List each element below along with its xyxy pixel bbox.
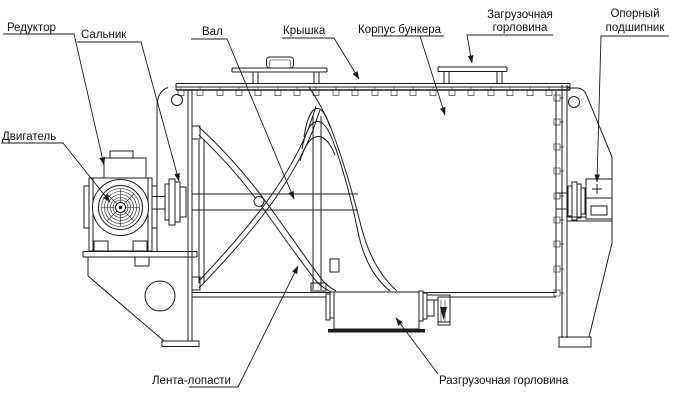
shaft bbox=[192, 193, 358, 211]
label-ribbon-blades: Лента-лопасти bbox=[152, 375, 231, 387]
label-motor: Двигатель bbox=[2, 131, 56, 143]
label-gland: Сальник bbox=[81, 29, 127, 41]
ribbon-agitator bbox=[191, 86, 398, 293]
reducer-housing bbox=[103, 157, 147, 179]
label-cover: Крышка bbox=[283, 25, 326, 37]
fan-grille-texture bbox=[101, 188, 140, 227]
label-support-bearing-2: подшипник bbox=[606, 22, 666, 34]
discharge-neck bbox=[325, 290, 451, 333]
support-bearing bbox=[556, 178, 613, 221]
label-reducer: Редуктор bbox=[7, 22, 56, 34]
loading-neck-hatch bbox=[437, 66, 508, 84]
left-stand bbox=[82, 251, 200, 347]
discharge-actuator bbox=[426, 294, 451, 326]
rim-bolts bbox=[177, 86, 553, 96]
label-support-bearing-1: Опорный bbox=[610, 8, 659, 20]
label-hopper-body: Корпус бункера bbox=[358, 24, 442, 36]
label-loading-neck-2: горловина bbox=[493, 22, 548, 34]
label-loading-neck-1: Загрузочная bbox=[487, 9, 553, 21]
label-shaft: Вал bbox=[202, 26, 223, 38]
hatch-handle bbox=[266, 56, 294, 69]
leader-lines bbox=[1, 33, 669, 388]
gland-seal bbox=[164, 178, 187, 226]
motor-assembly bbox=[83, 150, 165, 252]
hopper-body bbox=[156, 83, 580, 341]
cover-hatch bbox=[231, 56, 328, 84]
callout-labels: Редуктор Сальник Двигатель Вал Крышка Ко… bbox=[2, 8, 665, 387]
label-discharge-neck: Разгрузочная горловина bbox=[439, 375, 569, 387]
reducer-top bbox=[109, 150, 134, 159]
